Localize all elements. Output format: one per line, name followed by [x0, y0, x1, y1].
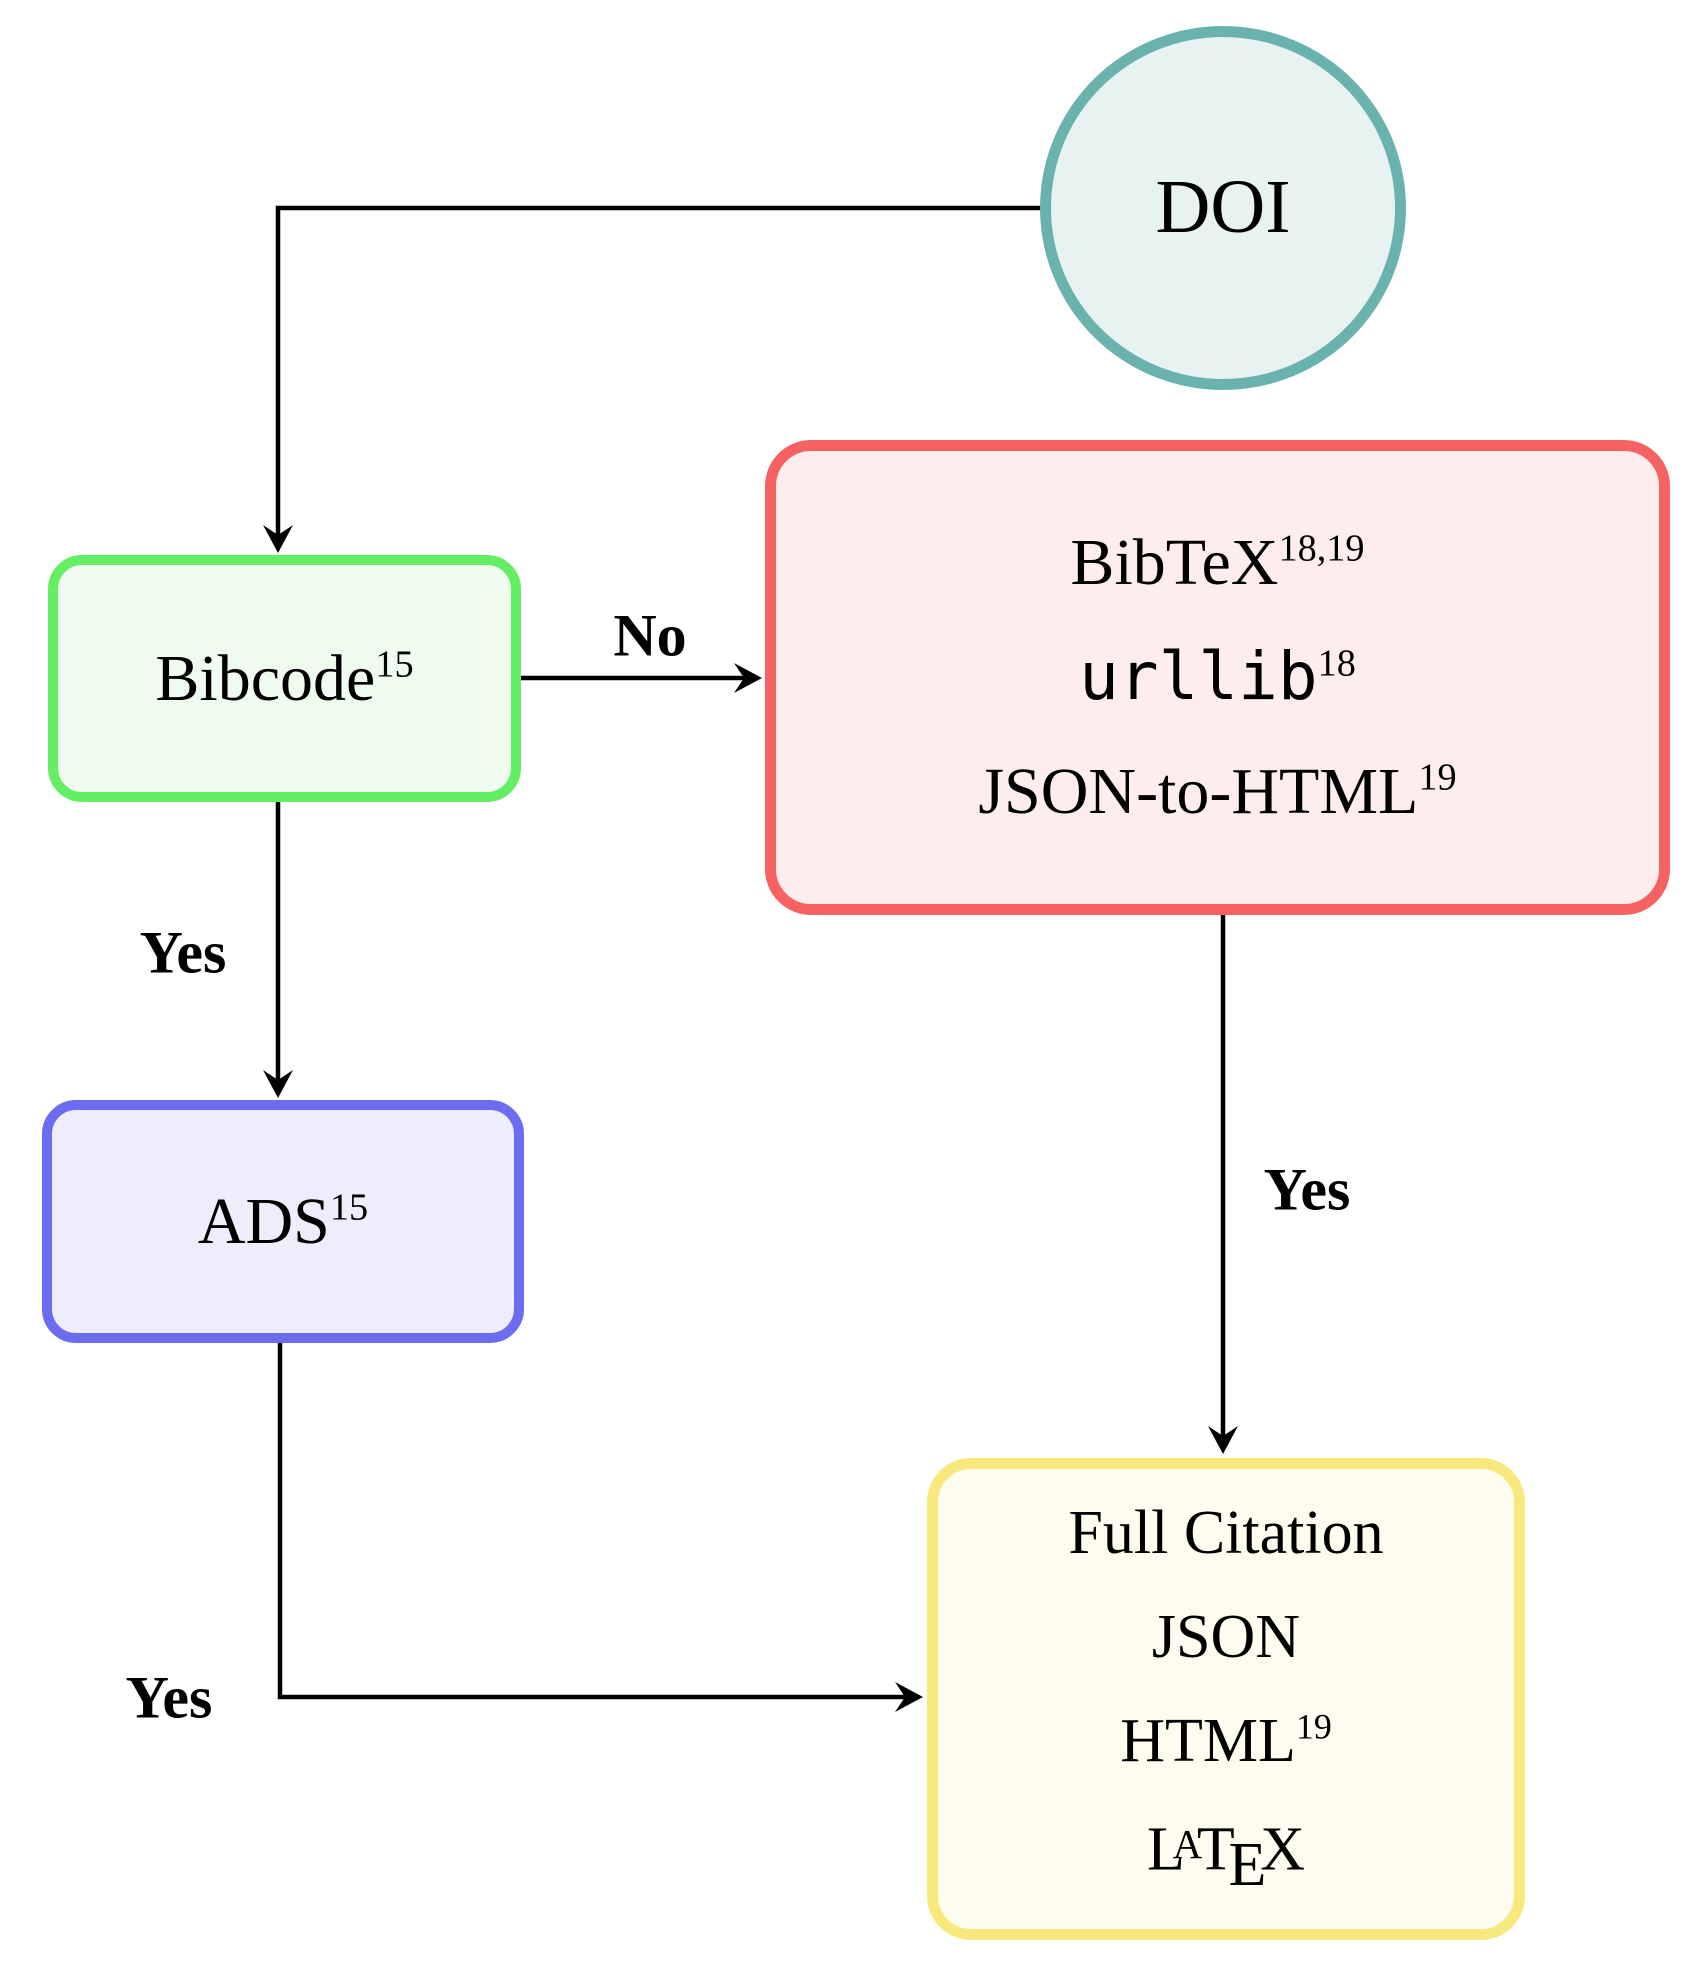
arrowhead-bibtex-to-output	[1208, 1426, 1238, 1454]
doi-label: DOI	[1155, 165, 1291, 250]
html-superscript: 19	[1295, 1707, 1332, 1748]
full-citation-line: Full Citation	[1068, 1499, 1384, 1568]
edge-doi-to-bibcode	[275, 205, 1044, 536]
edge-ads-to-output	[277, 1343, 906, 1700]
urllib-line: urllib18	[1079, 638, 1356, 715]
node-full-citation: Full Citation JSON HTML19 LATEX	[927, 1458, 1525, 1940]
bibtex-line: BibTeX18,19	[1070, 526, 1365, 599]
edge-label-no: No	[613, 602, 687, 669]
json-to-html-line: JSON-to-HTML19	[978, 755, 1457, 828]
ads-label: ADS15	[197, 1184, 369, 1258]
latex-logo: LATEX	[1147, 1815, 1305, 1899]
bibtex-superscript: 18,19	[1278, 527, 1365, 570]
arrowhead-ads-to-output	[895, 1682, 923, 1712]
edge-label-yes-bibtex-output: Yes	[1263, 1156, 1351, 1223]
bibcode-superscript: 15	[375, 643, 414, 686]
edge-label-yes-ads-output: Yes	[125, 1664, 213, 1731]
json-line: JSON	[1151, 1603, 1301, 1672]
json-to-html-superscript: 19	[1418, 756, 1457, 799]
html-line: HTML19	[1120, 1707, 1332, 1776]
arrowhead-doi-to-bibcode	[263, 525, 293, 553]
node-bibcode: Bibcode15	[48, 555, 521, 802]
arrowhead-bibcode-to-bibtex	[734, 663, 762, 693]
ads-superscript: 15	[329, 1186, 369, 1229]
edge-label-yes-bibcode-ads: Yes	[139, 919, 227, 986]
node-ads: ADS15	[42, 1100, 524, 1343]
node-doi: DOI	[1040, 26, 1406, 390]
node-bibtex-tools: BibTeX18,19 urllib18 JSON-to-HTML19	[765, 440, 1670, 915]
urllib-superscript: 18	[1317, 642, 1356, 685]
bibcode-label: Bibcode15	[155, 641, 414, 715]
arrowhead-bibcode-to-ads	[263, 1070, 293, 1098]
